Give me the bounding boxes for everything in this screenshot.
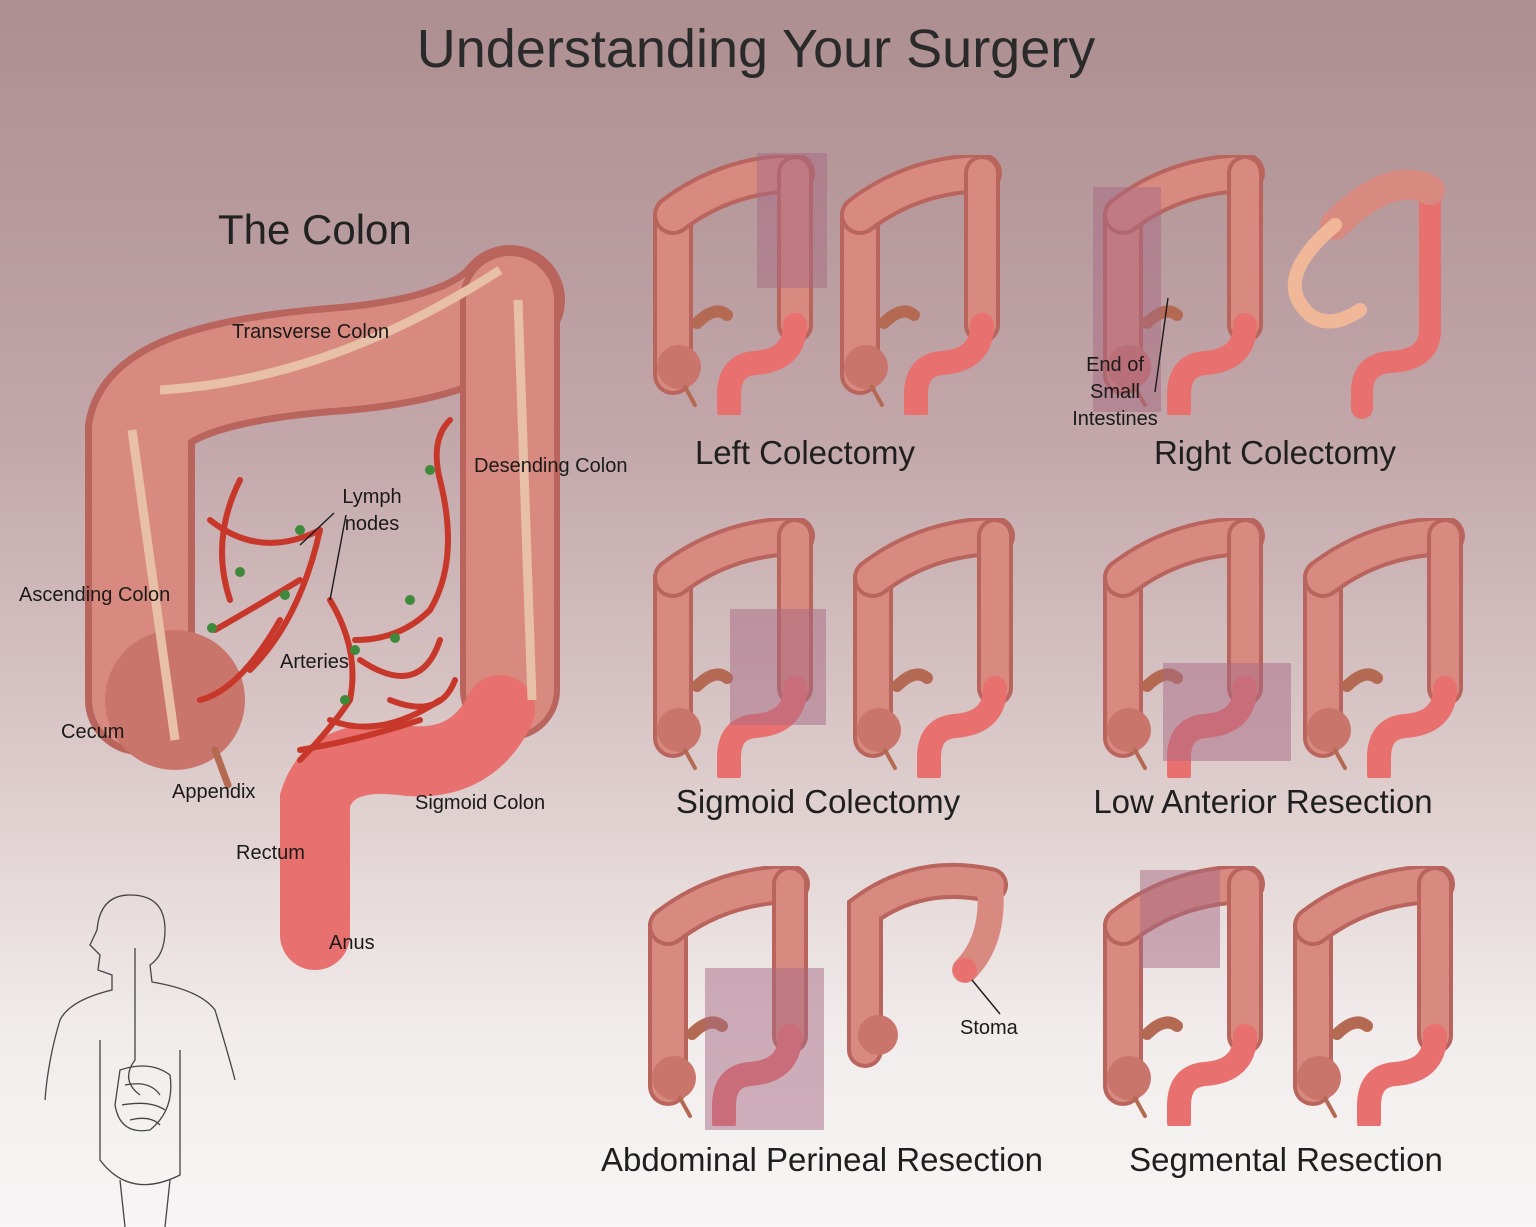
label-si-line3: Intestines	[1072, 408, 1158, 430]
label-anus: Anus	[329, 932, 375, 954]
apr-highlight	[705, 968, 824, 1130]
label-lymph-line2: nodes	[344, 513, 400, 535]
label-transverse-colon: Transverse Colon	[232, 321, 390, 343]
artery-network	[197, 417, 458, 763]
label-appendix: Appendix	[172, 781, 256, 803]
label-cecum: Cecum	[61, 721, 125, 743]
right-colectomy-highlight	[1093, 187, 1161, 412]
caption-abdominal-perineal-resection: Abdominal Perineal Resection	[600, 1141, 1044, 1178]
low-anterior-after	[1307, 536, 1445, 774]
page-title: Understanding Your Surgery	[416, 19, 1096, 79]
caption-segmental-resection: Segmental Resection	[1129, 1141, 1443, 1178]
sigmoid-colectomy-after	[857, 536, 995, 774]
colon-heading: The Colon	[218, 206, 412, 253]
label-lymph-nodes: Lymph nodes	[332, 484, 412, 538]
label-rectum: Rectum	[236, 842, 305, 864]
lymph-leader-lines	[299, 512, 347, 601]
body-outline-icon	[44, 894, 236, 1227]
label-arteries: Arteries	[280, 651, 349, 673]
left-colectomy-after	[844, 173, 982, 411]
label-end-small-intestines: End of Small Intestines	[1060, 352, 1170, 433]
small-intestine-leader	[1154, 297, 1169, 393]
caption-right-colectomy: Right Colectomy	[1153, 434, 1397, 471]
label-ascending-colon: Ascending Colon	[19, 584, 171, 606]
segmental-after	[1297, 884, 1435, 1122]
right-colectomy-after	[1287, 169, 1445, 419]
lymph-node-markers	[207, 465, 435, 705]
caption-left-colectomy: Left Colectomy	[694, 434, 916, 471]
label-si-line1: End of	[1086, 354, 1144, 376]
segmental-highlight	[1140, 870, 1220, 968]
label-sigmoid-colon: Sigmoid Colon	[415, 792, 546, 814]
caption-sigmoid-colectomy: Sigmoid Colectomy	[675, 783, 961, 820]
left-colectomy-highlight	[757, 153, 827, 288]
caption-low-anterior-resection: Low Anterior Resection	[1093, 783, 1433, 820]
label-lymph-line1: Lymph	[342, 486, 402, 508]
label-descending-colon: Desending Colon	[474, 455, 628, 477]
stoma-leader	[971, 979, 1001, 1015]
label-si-line2: Small	[1089, 381, 1140, 403]
sigmoid-colectomy-highlight	[730, 609, 826, 725]
apr-after	[847, 862, 1008, 1068]
main-colon	[85, 245, 565, 970]
low-anterior-highlight	[1163, 663, 1291, 761]
label-stoma: Stoma	[960, 1017, 1018, 1039]
